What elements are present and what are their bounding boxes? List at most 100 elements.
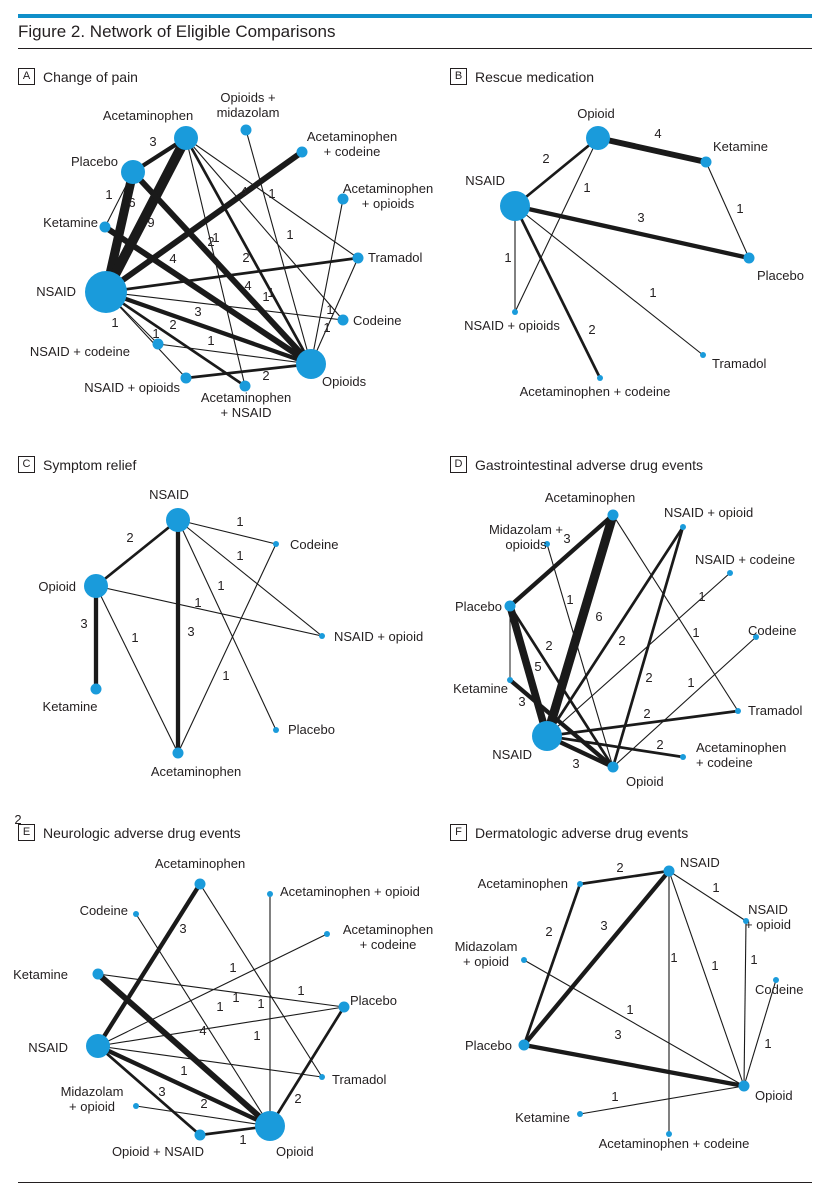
- title-rule: [18, 48, 812, 49]
- edge-count-label: 3: [572, 756, 579, 771]
- node-label-line: Midazolam: [455, 939, 518, 954]
- node-label-acet: Acetaminophen: [151, 764, 241, 779]
- node-label-line: Opioid: [577, 106, 615, 121]
- edge-count-label: 2: [588, 322, 595, 337]
- edge-op-acet: [95, 585, 179, 754]
- node-label-line: Placebo: [288, 722, 335, 737]
- edge-count-label: 6: [128, 195, 135, 210]
- edge-plac-op: [268, 1006, 346, 1127]
- node-label-acod: Acetaminophen+ codeine: [696, 740, 786, 770]
- node-plac: [743, 252, 755, 264]
- edge-count-label: 3: [563, 531, 570, 546]
- edge-nsaid-cod: [105, 291, 344, 321]
- node-label-line: Ketamine: [43, 699, 98, 714]
- edge-count-label: 2: [545, 924, 552, 939]
- panel-title: Symptom relief: [43, 456, 137, 473]
- edge-op-cod: [612, 636, 757, 768]
- node-label-line: Acetaminophen: [343, 181, 433, 196]
- node-op: [84, 574, 108, 598]
- edge-ket-op: [579, 1085, 745, 1115]
- edge-nsaid-op: [668, 870, 745, 1087]
- node-label-plac: Placebo: [71, 154, 118, 169]
- node-label-line: NSAID + opioids: [84, 380, 180, 395]
- node-label-line: Ketamine: [43, 215, 98, 230]
- node-label-op: Opioid: [577, 106, 615, 121]
- edge-op-nsaid: [95, 518, 179, 588]
- node-label-line: Acetaminophen: [201, 390, 291, 405]
- node-label-nop: NSAID + opioid: [334, 629, 423, 644]
- edge-plac-opi: [130, 169, 314, 367]
- node-label-line: Opioid: [755, 1088, 793, 1103]
- edge-count-label: 1: [286, 227, 293, 242]
- edge-count-label: 1: [566, 592, 573, 607]
- node-label-line: Acetaminophen: [696, 740, 786, 755]
- node-label-line: + NSAID: [221, 405, 272, 420]
- edge-count-label: 3: [614, 1027, 621, 1042]
- node-label-line: Midazolam +: [489, 522, 563, 537]
- edge-nsaid-acod: [97, 933, 328, 1047]
- edge-count-label: 4: [240, 184, 247, 199]
- node-label-nop: NSAID + opioids: [84, 380, 180, 395]
- node-label-aop: Acetaminophen+ opioids: [343, 181, 433, 211]
- edge-plac-op: [523, 1042, 745, 1089]
- node-label-acet: Acetaminophen: [103, 108, 193, 123]
- node-label-an: Acetaminophen+ NSAID: [201, 390, 291, 420]
- edge-count-label: 1: [207, 333, 214, 348]
- node-acod: [680, 754, 686, 760]
- node-acod: [324, 931, 330, 937]
- node-label-mid: Midazolam +opioids: [489, 522, 563, 552]
- edge-mid-op: [135, 1105, 271, 1127]
- panel-letter: A: [18, 68, 35, 86]
- node-ncod: [152, 338, 164, 350]
- node-label-line: Acetaminophen + codeine: [599, 1136, 750, 1151]
- panel-letter: E: [18, 824, 35, 842]
- edge-nsaid-tram: [97, 1045, 323, 1078]
- edge-nop-op: [743, 920, 747, 1087]
- node-label-line: Opioid + NSAID: [112, 1144, 204, 1159]
- node-nop: [512, 309, 518, 315]
- edge-ket-plac: [97, 973, 345, 1008]
- nodes-group: [85, 124, 364, 392]
- node-label-acod: Acetaminophen+ codeine: [343, 922, 433, 952]
- node-op: [255, 1111, 285, 1141]
- node-cod: [773, 977, 779, 983]
- edge-nsaid-op: [97, 1044, 271, 1128]
- node-label-line: NSAID: [28, 1040, 68, 1055]
- edge-count-label: 1: [216, 999, 223, 1014]
- panel-title: Dermatologic adverse drug events: [475, 824, 689, 841]
- edge-count-label: 1: [111, 315, 118, 330]
- node-label-acet: Acetaminophen: [545, 490, 635, 505]
- edge-nsaid-ncod: [546, 572, 731, 737]
- node-nop: [180, 372, 192, 384]
- nodes-group: [504, 509, 759, 773]
- node-label-line: Placebo: [350, 993, 397, 1008]
- node-label-mid: Midazolam+ opioid: [455, 939, 518, 969]
- panel-letter: D: [450, 456, 467, 474]
- node-label-cod: Codeine: [748, 623, 796, 638]
- edge-count-label: 1: [180, 1063, 187, 1078]
- node-label-ket: Ketamine: [13, 967, 68, 982]
- node-ket: [577, 1111, 583, 1117]
- edge-nsaid-plac: [97, 1006, 345, 1047]
- node-label-plac: Placebo: [455, 599, 502, 614]
- edges-group: [506, 513, 757, 769]
- edge-acet-cod: [185, 137, 344, 321]
- edge-count-label: 1: [262, 289, 269, 304]
- node-label-plac: Placebo: [288, 722, 335, 737]
- node-label-line: NSAID: [492, 747, 532, 762]
- edges-group: [93, 518, 323, 754]
- edge-count-label: 1: [626, 1002, 633, 1017]
- node-aop: [337, 193, 349, 205]
- node-label-opn: Opioid + NSAID: [112, 1144, 204, 1159]
- edge-count-label: 2: [545, 638, 552, 653]
- node-label-line: Opioids +: [220, 90, 275, 105]
- edge-nsaid-plac: [522, 869, 671, 1047]
- edge-count-label: 2: [14, 812, 21, 827]
- figure-title: Figure 2. Network of Eligible Comparison…: [18, 22, 336, 41]
- node-label-line: Tramadol: [748, 703, 803, 718]
- node-label-line: Acetaminophen + opioid: [280, 884, 420, 899]
- node-label-line: Acetaminophen: [151, 764, 241, 779]
